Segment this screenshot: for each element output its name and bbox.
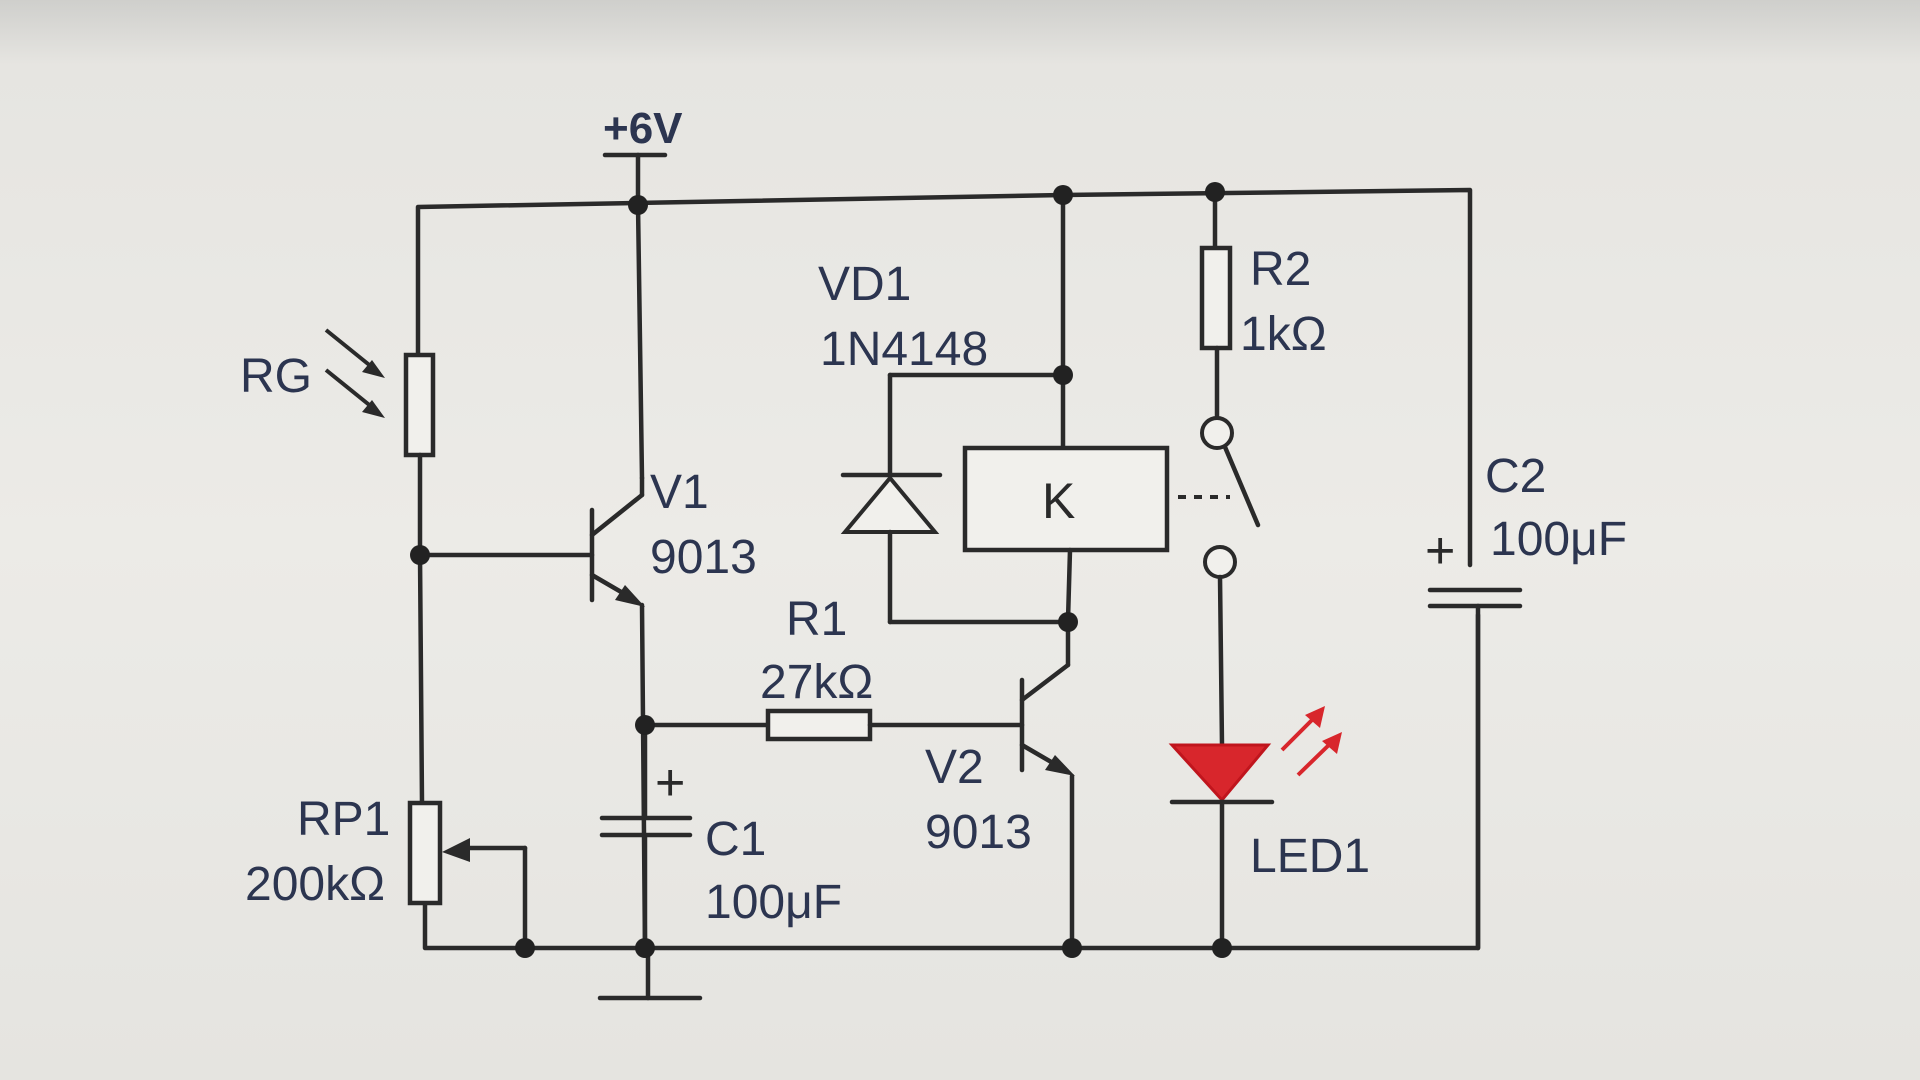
v2-value: 9013 <box>925 806 1032 859</box>
c2-plus: + <box>1425 522 1455 580</box>
junction-dot <box>410 545 430 565</box>
junction-dot <box>635 938 655 958</box>
vd1-name: VD1 <box>818 258 911 311</box>
v1-name: V1 <box>650 466 709 519</box>
transistor-v2 <box>1019 617 1075 951</box>
light-emission-icon <box>1280 706 1342 777</box>
potentiometer-rp1 <box>407 552 528 951</box>
junction-dot <box>1053 185 1073 205</box>
relay-k <box>962 192 1230 623</box>
r1-name: R1 <box>786 593 847 646</box>
r2-name: R2 <box>1250 243 1311 296</box>
c1-plus: + <box>655 754 685 812</box>
capacitor-c1 <box>599 722 693 951</box>
junction-dots <box>410 182 1232 958</box>
junction-dot <box>1053 365 1073 385</box>
transistor-v1 <box>417 202 648 953</box>
vd1-value: 1N4148 <box>820 323 988 376</box>
rp1-name: RP1 <box>297 793 390 846</box>
c2-value: 100μF <box>1490 513 1627 566</box>
junction-dot <box>635 715 655 735</box>
relay-switch-contact <box>1200 416 1261 748</box>
junction-dot <box>515 938 535 958</box>
rg-label: RG <box>240 350 312 403</box>
junction-dot <box>1058 612 1078 632</box>
r1-value: 27kΩ <box>760 656 873 709</box>
resistor-r1 <box>642 708 1025 742</box>
relay-label: K <box>1042 473 1075 529</box>
photoresistor-rg <box>324 328 436 558</box>
top-rail <box>415 187 1473 568</box>
r2-value: 1kΩ <box>1240 308 1327 361</box>
junction-dot <box>1205 182 1225 202</box>
supply-label: +6V <box>603 104 683 153</box>
c2-name: C2 <box>1485 450 1546 503</box>
c1-value: 100μF <box>705 876 842 929</box>
c1-name: C1 <box>705 813 766 866</box>
rp1-value: 200kΩ <box>245 858 385 911</box>
capacitor-c2 <box>1427 587 1523 951</box>
v2-name: V2 <box>925 741 984 794</box>
light-arrows-icon <box>324 328 385 418</box>
resistor-r2 <box>1199 189 1233 421</box>
diode-vd1 <box>840 372 1071 625</box>
junction-dot <box>1212 938 1232 958</box>
junction-dot <box>628 195 648 215</box>
junction-dot <box>1062 938 1082 958</box>
led1-label: LED1 <box>1250 830 1370 883</box>
v1-value: 9013 <box>650 531 757 584</box>
led-led1 <box>1168 706 1342 951</box>
